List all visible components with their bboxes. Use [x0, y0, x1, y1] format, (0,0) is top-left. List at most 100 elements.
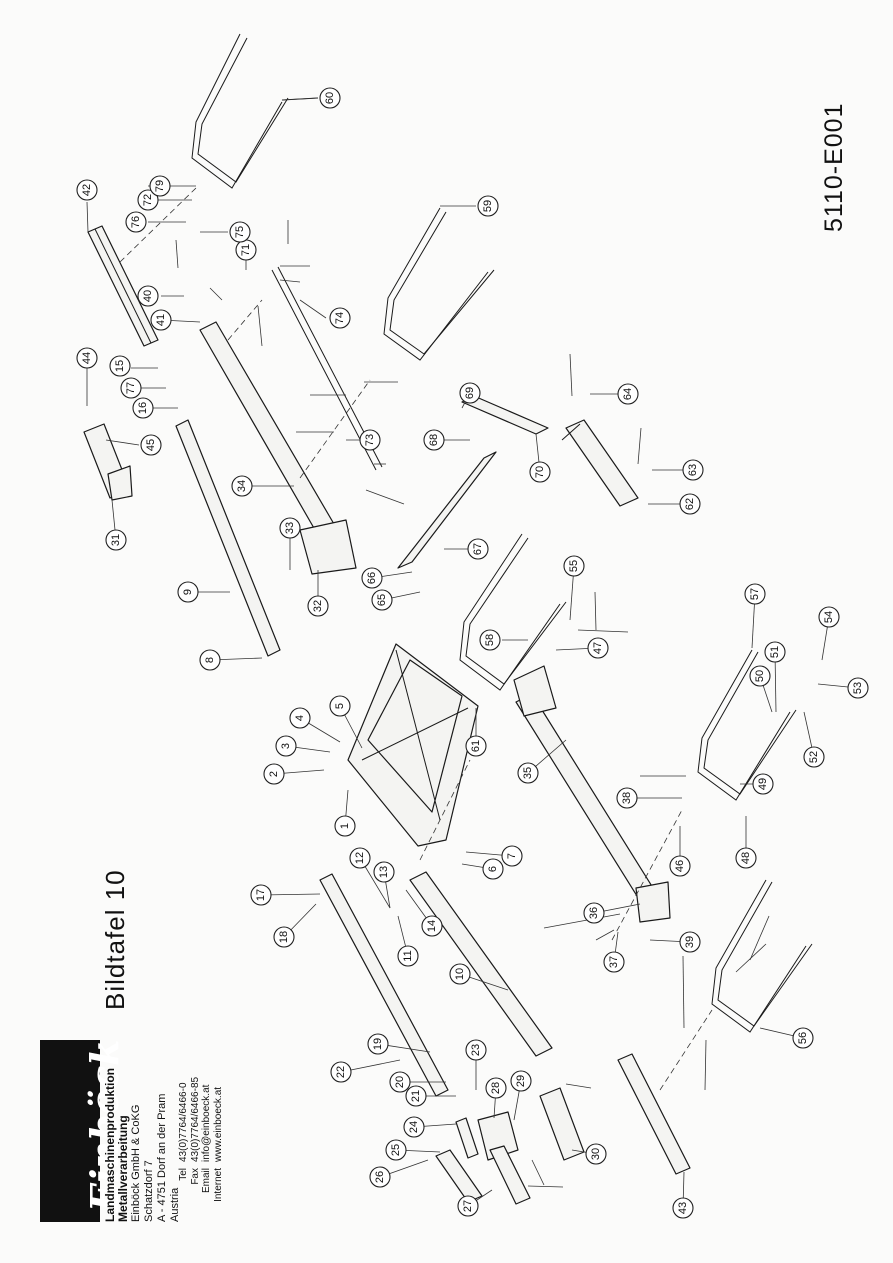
callout-36: 36 — [583, 902, 605, 924]
callout-number: 5 — [334, 703, 346, 709]
callout-number: 79 — [154, 180, 166, 192]
callout-2: 2 — [263, 763, 285, 785]
callout-number: 23 — [470, 1044, 482, 1056]
callout-number: 17 — [255, 889, 267, 901]
callout-76: 76 — [125, 211, 147, 233]
callout-73: 73 — [359, 429, 381, 451]
callout-32: 32 — [307, 595, 329, 617]
callout-number: 50 — [754, 670, 766, 682]
callout-circle — [76, 179, 98, 201]
callout-number: 60 — [324, 92, 336, 104]
callout-group: 1234567891011121314151617181920212223242… — [76, 87, 869, 1219]
callout-50: 50 — [749, 665, 771, 687]
callout-45: 45 — [140, 434, 162, 456]
callout-40: 40 — [137, 285, 159, 307]
callout-65: 65 — [371, 589, 393, 611]
internet-value: www.einboeck.at — [212, 1086, 224, 1162]
callout-circle — [373, 861, 395, 883]
callout-number: 51 — [769, 646, 781, 658]
callout-75: 75 — [229, 221, 251, 243]
callout-74: 74 — [329, 307, 351, 329]
callout-circle — [273, 926, 295, 948]
callout-number: 49 — [757, 778, 769, 790]
callout-number: 52 — [808, 751, 820, 763]
callout-51: 51 — [764, 641, 786, 663]
callout-number: 45 — [145, 439, 157, 451]
callout-circle — [279, 517, 301, 539]
callout-14: 14 — [421, 915, 443, 937]
callout-8: 8 — [199, 649, 221, 671]
callout-number: 76 — [130, 216, 142, 228]
callout-20: 20 — [389, 1071, 411, 1093]
callout-23: 23 — [465, 1039, 487, 1061]
callout-circle — [752, 773, 774, 795]
callout-30: 30 — [585, 1143, 607, 1165]
callout-number: 40 — [142, 290, 154, 302]
callout-circle — [465, 735, 487, 757]
callout-number: 74 — [334, 312, 346, 324]
callout-circle — [307, 595, 329, 617]
company-street: Schatzdorf 7 — [143, 1160, 155, 1222]
beam-43 — [617, 1053, 691, 1175]
callout-number: 77 — [125, 382, 137, 394]
callout-72: 72 — [137, 189, 159, 211]
callout-number: 13 — [378, 866, 390, 878]
callout-68: 68 — [423, 429, 445, 451]
callout-60: 60 — [319, 87, 341, 109]
callout-1: 1 — [334, 815, 356, 837]
callout-number: 56 — [797, 1032, 809, 1044]
callout-circle — [359, 429, 381, 451]
callout-circle — [682, 459, 704, 481]
callout-number: 9 — [182, 589, 194, 595]
callout-circle — [105, 529, 127, 551]
rod-19 — [319, 873, 449, 1097]
callout-number: 65 — [376, 594, 388, 606]
callout-number: 7 — [506, 853, 518, 859]
callout-25: 25 — [385, 1139, 407, 1161]
callout-22: 22 — [330, 1061, 352, 1083]
callout-circle — [150, 309, 172, 331]
callout-circle — [459, 382, 481, 404]
callout-18: 18 — [273, 926, 295, 948]
callout-number: 66 — [366, 572, 378, 584]
callout-number: 75 — [234, 226, 246, 238]
beam-10 — [409, 871, 553, 1057]
callout-circle — [603, 951, 625, 973]
callout-number: 15 — [114, 360, 126, 372]
callout-17: 17 — [250, 884, 272, 906]
callout-39: 39 — [679, 931, 701, 953]
callout-number: 16 — [137, 402, 149, 414]
callout-49: 49 — [752, 773, 774, 795]
callout-number: 68 — [428, 434, 440, 446]
email-label: Email — [201, 1168, 212, 1194]
callout-21: 21 — [405, 1085, 427, 1107]
callout-number: 67 — [472, 543, 484, 555]
bracket-31 — [83, 423, 133, 501]
callout-circle — [744, 583, 766, 605]
callout-number: 1 — [339, 823, 351, 829]
callout-6: 6 — [482, 858, 504, 880]
callout-circle — [361, 567, 383, 589]
callout-31: 31 — [105, 529, 127, 551]
callout-circle — [367, 1033, 389, 1055]
callout-number: 42 — [81, 184, 93, 196]
callout-number: 71 — [240, 244, 252, 256]
callout-42: 42 — [76, 179, 98, 201]
callout-circle — [369, 1166, 391, 1188]
callout-48: 48 — [735, 847, 757, 869]
callout-number: 38 — [621, 792, 633, 804]
callout-circle — [818, 606, 840, 628]
company-name: Einböck GmbH & CoKG — [130, 1104, 142, 1222]
tel-label: Tel — [178, 1168, 189, 1181]
callout-circle — [847, 677, 869, 699]
company-address-block: Landmaschinenproduktion Metallverarbeitu… — [103, 1068, 182, 1222]
callout-circle — [349, 847, 371, 869]
callout-10: 10 — [449, 963, 471, 985]
callout-circle — [764, 641, 786, 663]
callout-number: 37 — [608, 956, 620, 968]
bracket-30 — [539, 1087, 585, 1161]
callout-number: 63 — [687, 464, 699, 476]
callout-number: 57 — [749, 588, 761, 600]
callout-number: 25 — [390, 1144, 402, 1156]
callout-circle — [749, 665, 771, 687]
